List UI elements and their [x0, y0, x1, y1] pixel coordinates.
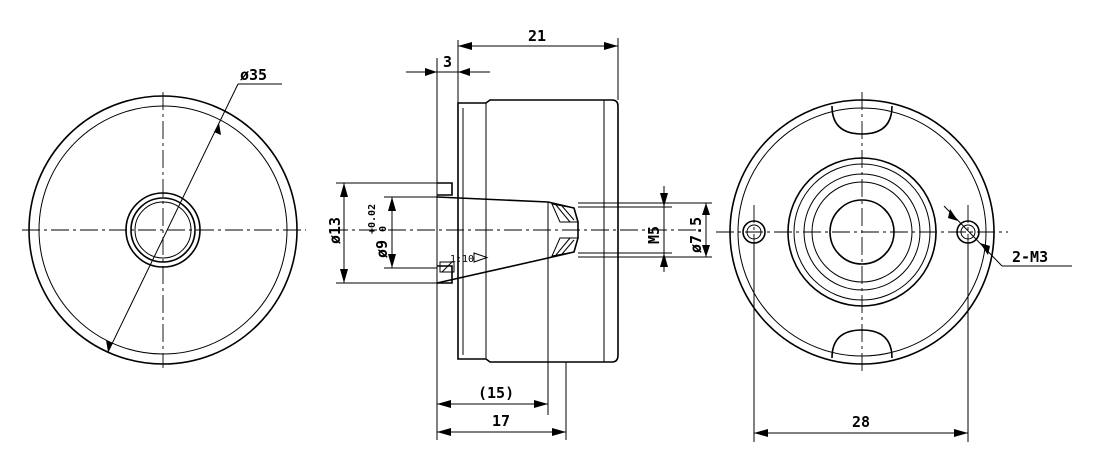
dim-17-label: 17 [492, 412, 510, 430]
dim-9-arrow-bottom [388, 254, 396, 268]
dim-3-label: 3 [443, 53, 452, 71]
dim-9-tolerance-upper: +0.02 [367, 204, 378, 234]
dim-15-arrow-right [534, 400, 548, 408]
dim-75-arrow-bottom [702, 245, 710, 257]
dim-9-arrow-top [388, 197, 396, 211]
front-diameter-label: ø35 [240, 66, 267, 84]
dim-15-arrow-left [437, 400, 451, 408]
dim-13-arrow-top [340, 183, 348, 197]
side-taper-hatch [439, 261, 455, 273]
dim-75-arrow-top [702, 203, 710, 215]
side-thread-upper [551, 203, 579, 223]
front-diameter-arrow-lower [106, 340, 113, 352]
side-thread-lower [551, 237, 579, 257]
side-taper-hatch-line [441, 261, 453, 273]
dim-9-tolerance-lower: 0 [378, 226, 389, 232]
rear-m3-label: 2-M3 [1012, 248, 1048, 266]
dim-17-arrow-right [552, 428, 566, 436]
dim-m5-arrow-top [660, 193, 668, 207]
dim-21-arrow-left [458, 42, 472, 50]
dim-13-arrow-bottom [340, 269, 348, 283]
taper-symbol-icon [473, 252, 489, 263]
dim-13-label: ø13 [326, 217, 344, 244]
side-boss-lower [437, 265, 453, 284]
dim-3-arrow-right [458, 68, 470, 76]
side-body-outline [457, 99, 619, 363]
dim-m5-label: M5 [645, 226, 663, 244]
dim-28-arrow-left [754, 429, 768, 437]
dim-21-label: 21 [528, 27, 546, 45]
side-thread-hatch-1 [555, 204, 571, 223]
side-thread-hatch-3 [555, 237, 571, 256]
rear-m3-arrow-top [948, 209, 958, 221]
rear-m3-arrow-bottom [980, 243, 990, 255]
dim-m5-arrow-bottom [660, 253, 668, 267]
dim-3-arrow-left [425, 68, 437, 76]
dim-28-label: 28 [852, 413, 870, 431]
side-view: 1:10 21 3 ø13 ø9 +0.02 0 M5 [326, 27, 712, 440]
dim-21-arrow-right [604, 42, 618, 50]
dim-9-label: ø9 [373, 240, 391, 258]
side-thread-hatch-2 [561, 205, 575, 221]
rear-view: 2-M3 28 [716, 92, 1072, 442]
dim-17-arrow-left [437, 428, 451, 436]
front-diameter-arrow-upper [214, 123, 221, 135]
side-thread-hatch-4 [561, 239, 575, 255]
taper-label: 1:10 [450, 254, 474, 265]
dim-28-arrow-right [954, 429, 968, 437]
front-view: ø35 [22, 66, 306, 368]
side-boss-upper [437, 182, 453, 196]
dim-75-label: ø7.5 [687, 217, 705, 253]
dim-15-label: (15) [478, 384, 514, 402]
